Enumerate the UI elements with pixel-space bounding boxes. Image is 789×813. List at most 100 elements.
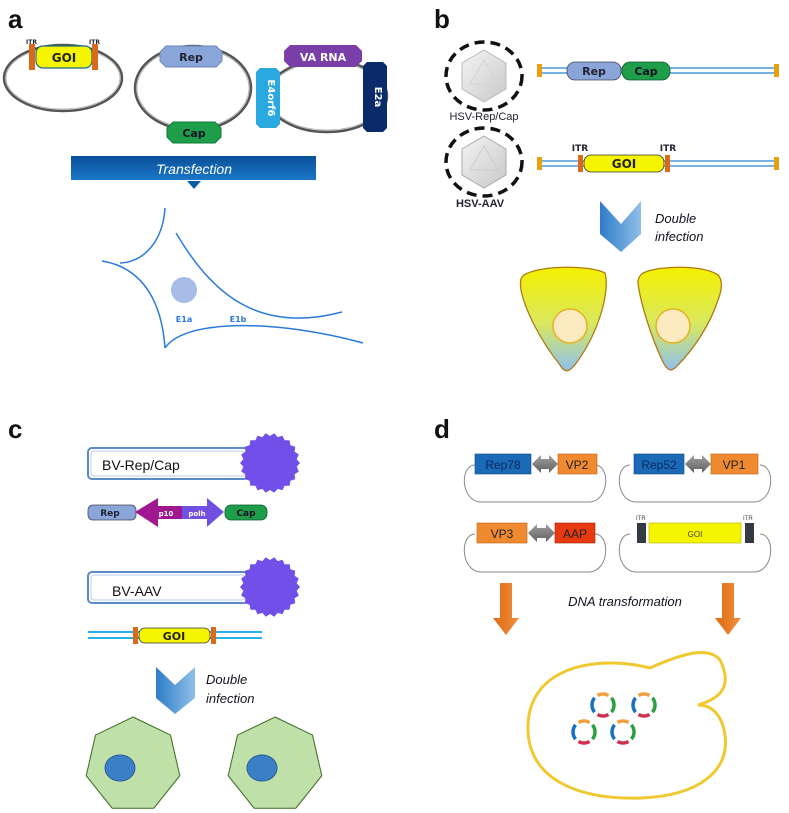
plasmid-backbone (2, 43, 124, 113)
plasmid-repcap: Rep Cap (133, 44, 253, 144)
double-infection-arrow-b: Double infection (600, 201, 703, 252)
panel-letter-d: d (434, 414, 450, 444)
mini-plasmids (571, 692, 657, 745)
rep-label: Rep (100, 509, 120, 519)
bidirectional-promoter-icon (528, 524, 555, 542)
aap-label: AAP (563, 527, 587, 541)
rep78-label: Rep78 (485, 458, 521, 472)
e4orf6-box (256, 68, 280, 128)
arrow-down-icon (715, 583, 741, 635)
hsv-repcap-construct: Rep Cap (537, 61, 779, 81)
chevron-down-icon (600, 201, 641, 252)
arrow-down-icon (187, 181, 201, 189)
p10-promoter-arrow (135, 498, 182, 527)
yeast-plasmid-goi: GOI ITR ITR (618, 516, 772, 573)
hsv-aav-label: HSV-AAV (456, 198, 505, 210)
hsv-repcap-label: HSV-Rep/Cap (449, 111, 518, 123)
cap-box (166, 121, 222, 144)
terminal-box-right (774, 157, 779, 170)
panel-letter-a: a (8, 4, 23, 34)
baculovirus-head (240, 557, 300, 617)
bv-repcap-construct: Rep p10 polh Cap (87, 498, 268, 527)
mini-plasmid (590, 692, 616, 718)
capsid-icon (461, 135, 507, 189)
cap-box (224, 504, 268, 521)
yeast-plasmid-rep78-vp2: Rep78 VP2 (463, 453, 607, 503)
plasmid-backbone (618, 464, 772, 503)
transfection-bar (71, 156, 316, 180)
yeast-cell (526, 650, 728, 800)
itr-right-box (745, 523, 754, 543)
polh-promoter-arrow (182, 498, 224, 527)
itr-left-label: ITR (26, 39, 37, 46)
plasmid-segment (590, 723, 597, 741)
aap-box (554, 522, 596, 544)
chevron-down-icon (156, 667, 195, 714)
rep-label: Rep (179, 51, 203, 64)
goi-label: GOI (163, 630, 185, 643)
e2a-label: E2a (372, 87, 383, 108)
transfection-arrow: Transfection (71, 156, 316, 189)
itr-left-box (133, 627, 138, 644)
goi-box (138, 627, 211, 644)
cell-membrane (164, 324, 364, 349)
itr-right-label: ITR (743, 516, 753, 522)
plasmid-segment (637, 712, 651, 718)
vp1-label: VP1 (723, 458, 746, 472)
rep-label: Rep (582, 65, 606, 78)
e4orf6-label: E4orf6 (265, 80, 276, 117)
plasmid-segment (616, 719, 630, 725)
mini-plasmid (631, 692, 657, 718)
bv-aav-virus: BV-AAV (87, 557, 300, 617)
itr-left-label: ITR (636, 516, 646, 522)
p10-label: p10 (159, 510, 174, 518)
itr-right-label: ITR (660, 144, 676, 154)
cap-label: Cap (634, 65, 657, 78)
va-rna-box (284, 45, 362, 67)
vp2-box (557, 453, 598, 475)
dna-transformation-label: DNA transformation (568, 594, 682, 609)
goi-box (583, 154, 665, 173)
plasmid-helper: VA RNA E4orf6 E2a (256, 45, 389, 134)
plasmid-segment (577, 739, 591, 745)
bv-repcap-virus: BV-Rep/Cap (87, 433, 300, 493)
plasmid-segment (596, 692, 610, 698)
cap-label: Cap (236, 509, 256, 519)
bv-repcap-label: BV-Rep/Cap (102, 457, 180, 473)
itr-right-box (92, 44, 98, 70)
bidirectional-promoter-icon (532, 455, 558, 473)
goi-label: GOI (688, 530, 703, 539)
nucleus (246, 754, 278, 782)
arrow-down-icon (493, 583, 519, 635)
baculovirus-head (240, 433, 300, 493)
plasmid-segment (650, 696, 657, 714)
hsv-aav-virus: HSV-AAV (444, 126, 524, 210)
plasmid-segment (577, 719, 591, 725)
goi-label: GOI (612, 157, 637, 171)
envelope (444, 126, 524, 198)
terminal-box-right (774, 64, 779, 77)
cell-membrane (175, 232, 343, 319)
plasmid-backbone (463, 533, 607, 573)
yeast-plasmid-rep52-vp1: Rep52 VP1 (618, 453, 772, 503)
plasmid-segment (629, 723, 636, 741)
rep-box (566, 61, 622, 81)
transfection-label: Transfection (156, 161, 232, 177)
terminal-box-left (537, 64, 542, 77)
panel-d: d Rep78 VP2 Rep52 VP1 VP3 AAP (434, 414, 772, 800)
e1a-label: E1a (176, 315, 192, 324)
vp2-label: VP2 (566, 458, 589, 472)
insect-cells (85, 716, 323, 809)
rep52-box (633, 453, 685, 475)
rep-box (159, 45, 223, 68)
panel-a: a GOI ITR ITR Rep Cap VA RNA (2, 4, 389, 349)
hsv-aav-construct: GOI ITR ITR (537, 144, 779, 173)
double-infection-label-line2: infection (206, 691, 254, 706)
double-infection-label-line2: infection (655, 229, 703, 244)
itr-right-label: ITR (89, 39, 100, 46)
vp3-box (476, 522, 528, 544)
plasmid-backbone (463, 464, 607, 503)
plasmid-backbone (618, 533, 772, 573)
hek293-cell: E1a E1b (101, 207, 364, 349)
yeast-plasmid-vp3-aap: VP3 AAP (463, 522, 607, 573)
